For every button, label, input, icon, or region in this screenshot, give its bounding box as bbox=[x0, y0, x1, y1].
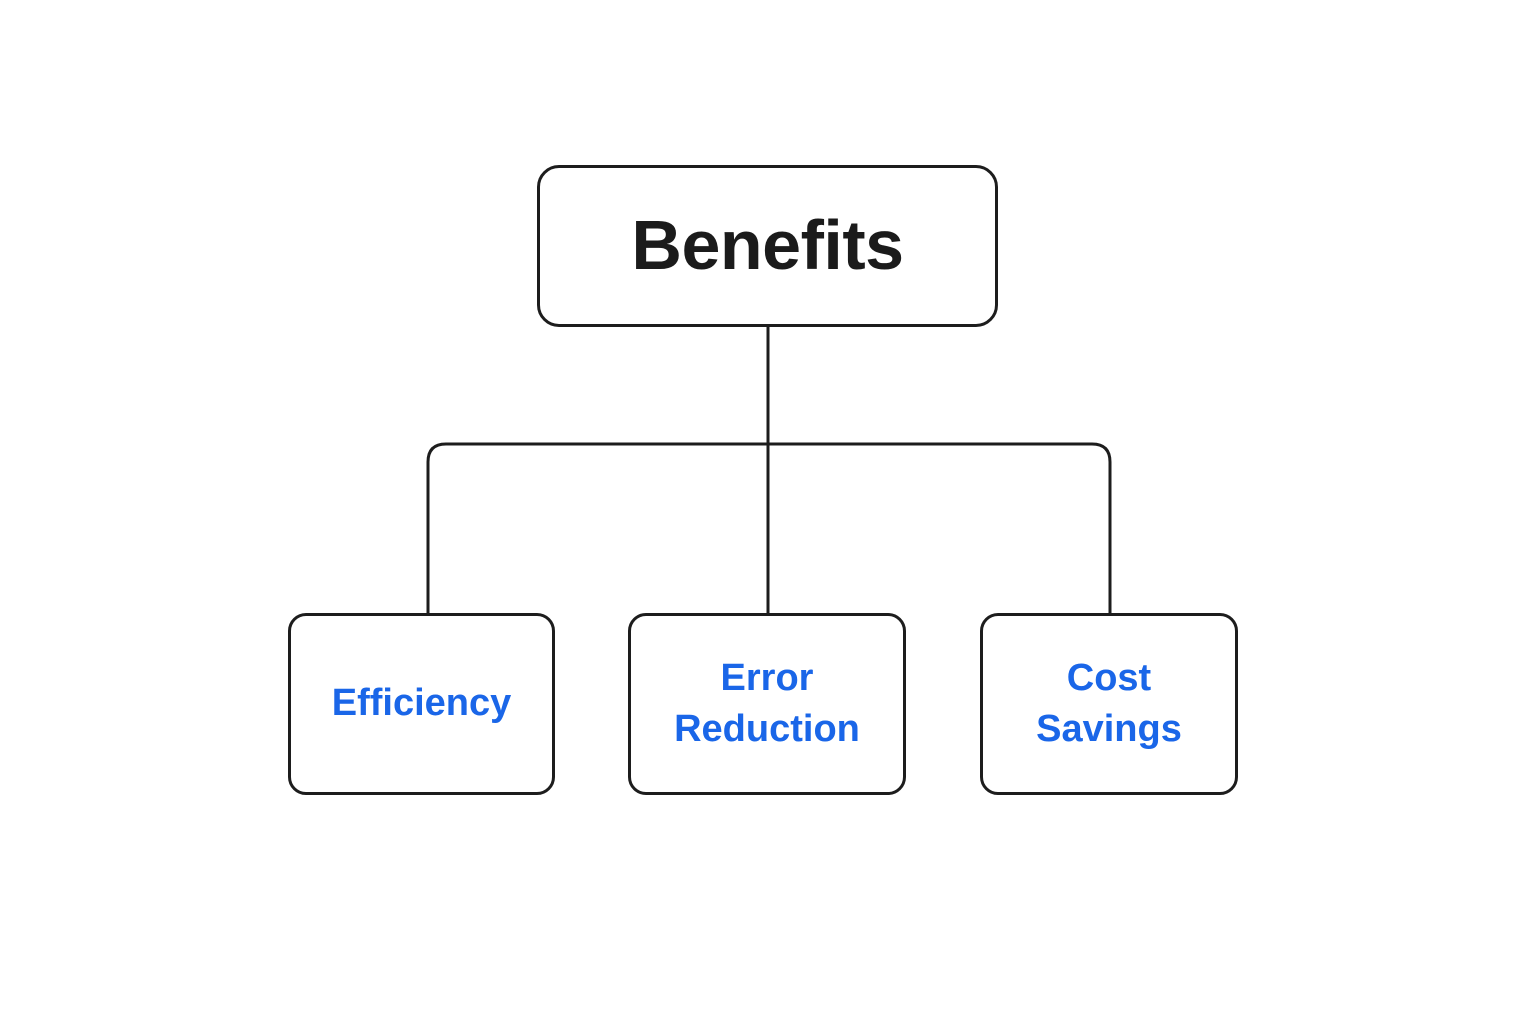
node-root-benefits[interactable]: Benefits bbox=[537, 165, 998, 327]
node-child-error-reduction[interactable]: Error Reduction bbox=[628, 613, 906, 795]
node-child-cost-savings[interactable]: Cost Savings bbox=[980, 613, 1238, 795]
node-child-label: Cost Savings bbox=[1036, 656, 1182, 750]
node-child-efficiency[interactable]: Efficiency bbox=[288, 613, 555, 795]
connector-left-elbow bbox=[426, 442, 768, 613]
node-root-label: Benefits bbox=[631, 206, 904, 285]
connector-right-elbow bbox=[768, 442, 1112, 613]
node-child-label: Error Reduction bbox=[674, 656, 860, 750]
node-child-label: Efficiency bbox=[331, 682, 512, 725]
